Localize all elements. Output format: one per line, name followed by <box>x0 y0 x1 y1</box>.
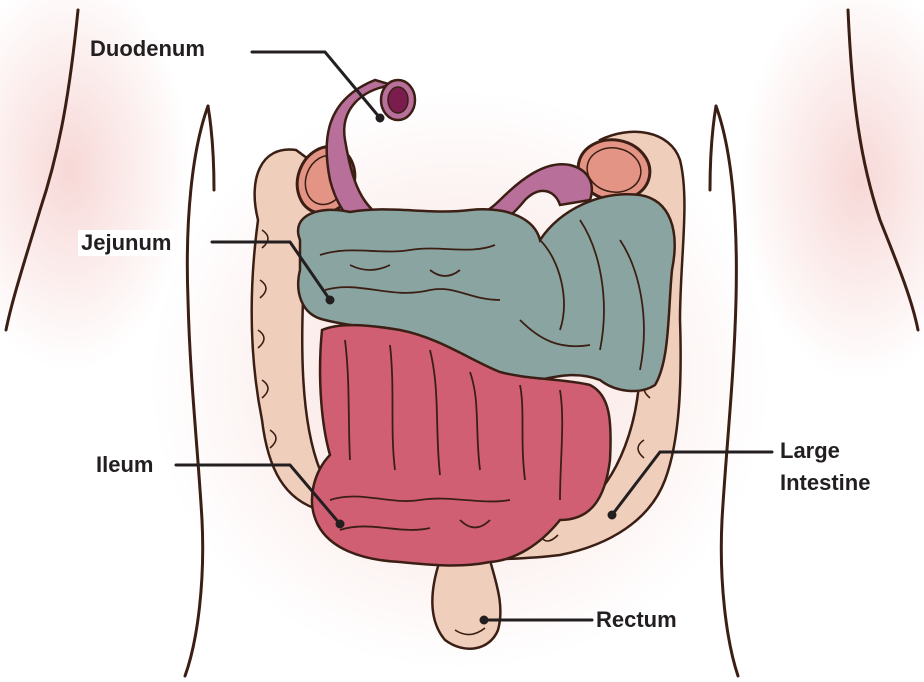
label-ileum: Ileum <box>96 452 153 478</box>
rectum <box>432 560 500 649</box>
label-large-intestine-line2: Intestine <box>780 470 870 496</box>
label-duodenum: Duodenum <box>90 36 205 62</box>
label-jejunum: Jejunum <box>78 230 174 256</box>
label-rectum: Rectum <box>596 607 677 633</box>
label-large-intestine-line1: Large <box>780 438 840 464</box>
